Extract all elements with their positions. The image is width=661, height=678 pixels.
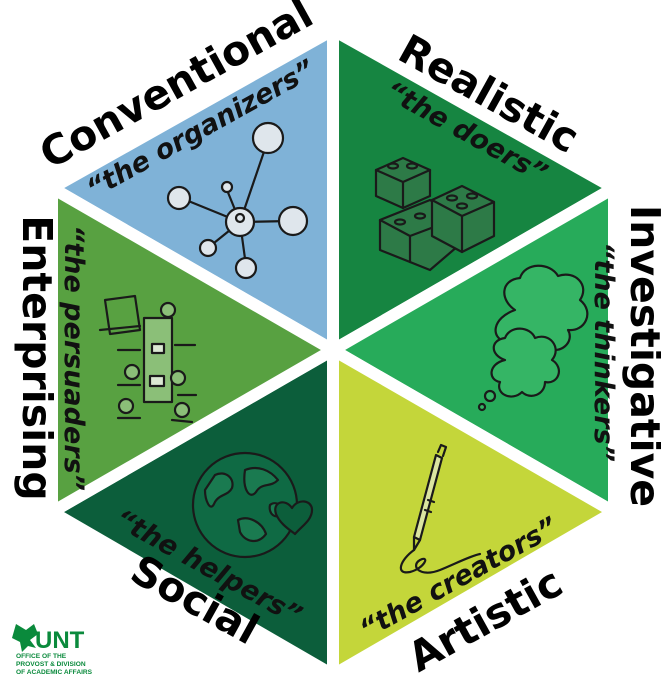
pen-scribble-icon: [399, 443, 482, 574]
globe-heart-icon: [191, 451, 314, 559]
logo-line-3: OF ACADEMIC AFFAIRS: [16, 669, 93, 676]
logo-wordmark: UNT: [35, 627, 85, 654]
unt-logo: UNT OFFICE OF THE PROVOST & DIVISION OF …: [12, 624, 93, 676]
eagle-mark-icon: [12, 624, 38, 652]
building-blocks-icon: [374, 156, 496, 272]
thought-cloud-icon: [477, 264, 589, 412]
molecule-icon: [166, 121, 309, 280]
logo-line-2: PROVOST & DIVISION: [16, 661, 86, 668]
nickname-investigative: “the thinkers”: [588, 242, 619, 462]
label-enterprising: Enterprising: [13, 215, 61, 500]
meeting-table-icon: [98, 294, 198, 424]
segment-enterprising: [46, 177, 346, 523]
nickname-enterprising: “the persuaders”: [58, 225, 89, 491]
label-investigative: Investigative: [621, 205, 661, 507]
logo-line-1: OFFICE OF THE: [16, 653, 67, 660]
